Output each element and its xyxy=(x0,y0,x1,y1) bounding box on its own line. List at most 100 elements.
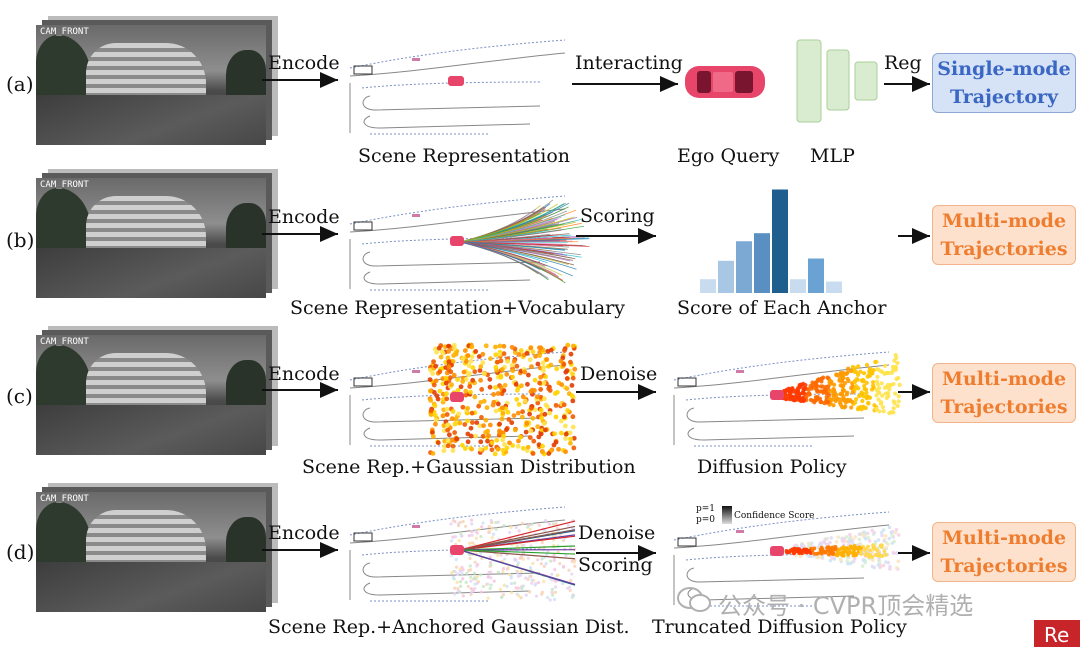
denoised-point xyxy=(881,409,885,413)
noise-point xyxy=(482,399,487,404)
anchor-noise-point xyxy=(510,576,513,579)
output-arrow-b xyxy=(898,226,934,246)
noise-point xyxy=(436,440,441,445)
truncated-point xyxy=(888,526,892,530)
noise-point xyxy=(565,376,570,381)
denoised-point xyxy=(810,386,814,390)
noise-point xyxy=(488,423,493,428)
noise-point xyxy=(556,447,561,452)
denoised-point xyxy=(896,376,900,380)
denoised-point xyxy=(845,370,849,374)
denoised-point xyxy=(796,386,800,390)
noise-point xyxy=(447,365,452,370)
truncated-point xyxy=(868,539,872,543)
noise-point xyxy=(528,357,533,362)
anchor-noise-point xyxy=(457,524,460,527)
ego-query-caption: Ego Query xyxy=(677,145,779,167)
anchor-noise-point xyxy=(551,593,554,596)
anchor-noise-point xyxy=(488,525,491,528)
denoised-point xyxy=(849,386,853,390)
noise-point xyxy=(479,387,484,392)
denoise-label-d: Denoise xyxy=(578,522,655,544)
noise-point xyxy=(499,385,504,390)
anchor-noise-point xyxy=(480,525,483,528)
noise-point xyxy=(469,447,474,452)
noise-point xyxy=(570,414,575,419)
denoised-point xyxy=(862,379,866,383)
noise-point xyxy=(519,383,524,388)
noise-point xyxy=(473,434,478,439)
anchor-noise-point xyxy=(487,571,490,574)
denoised-point xyxy=(842,405,846,409)
noise-point xyxy=(535,424,540,429)
confident-point xyxy=(868,553,872,557)
anchor-noise-point xyxy=(489,583,492,586)
noise-point xyxy=(516,444,521,449)
noise-point xyxy=(525,351,530,356)
anchor-noise-point xyxy=(467,569,470,572)
noise-point xyxy=(479,415,484,420)
anchor-noise-point xyxy=(453,592,456,595)
anchor-noise-point xyxy=(528,590,531,593)
anchor-noise-point xyxy=(545,562,548,565)
noise-point xyxy=(481,434,486,439)
truncated-point xyxy=(862,534,866,538)
anchor-noise-point xyxy=(454,535,457,538)
noise-point xyxy=(436,397,441,402)
denoised-point xyxy=(831,387,835,391)
noise-point xyxy=(565,386,570,391)
camera-image-b: CAM_FRONT xyxy=(36,178,266,298)
noise-point xyxy=(474,420,479,425)
noise-point xyxy=(485,429,490,434)
noise-point xyxy=(480,360,485,365)
noise-point xyxy=(484,418,489,423)
denoised-point xyxy=(861,394,865,398)
noise-point xyxy=(444,391,449,396)
noise-point xyxy=(537,353,542,358)
anchor-noise-point xyxy=(531,578,534,581)
scoring-label-d: Scoring xyxy=(578,554,653,576)
row-label-a: (a) xyxy=(6,72,34,96)
noise-point xyxy=(470,378,475,383)
noise-point xyxy=(491,392,496,397)
noise-point xyxy=(447,359,452,364)
corner-badge[interactable]: Re xyxy=(1034,620,1080,647)
denoised-point xyxy=(816,378,820,382)
anchor-noise-point xyxy=(456,572,459,575)
anchor-noise-point xyxy=(546,596,549,599)
noise-point xyxy=(571,425,576,430)
noise-point xyxy=(455,377,460,382)
anchor-noise-point xyxy=(477,528,480,531)
noise-point xyxy=(500,367,505,372)
anchor-noise-point xyxy=(553,598,556,601)
anchor-noise-point xyxy=(476,531,479,534)
noise-point xyxy=(437,346,442,351)
denoised-point xyxy=(842,398,846,402)
denoised-point xyxy=(845,392,849,396)
noise-point xyxy=(433,413,438,418)
score-bar xyxy=(790,279,806,293)
truncated-point xyxy=(822,540,826,544)
anchor-noise-point xyxy=(535,595,538,598)
noise-point xyxy=(518,435,523,440)
anchor-noise-point xyxy=(468,534,471,537)
denoised-point xyxy=(829,379,833,383)
noise-point xyxy=(432,383,437,388)
noise-point xyxy=(499,359,504,364)
noise-point xyxy=(536,362,541,367)
noise-point xyxy=(505,359,510,364)
truncated-point xyxy=(885,541,889,545)
noise-point xyxy=(493,345,498,350)
denoised-point xyxy=(853,401,857,405)
denoised-point xyxy=(865,363,869,367)
noise-point xyxy=(539,408,544,413)
noise-point xyxy=(531,439,536,444)
anchor-noise-point xyxy=(567,524,570,527)
noise-point xyxy=(454,436,459,441)
noise-point xyxy=(568,437,573,442)
noise-point xyxy=(513,428,518,433)
anchor-noise-point xyxy=(573,565,576,568)
output-arrow-d xyxy=(898,543,934,563)
noise-point xyxy=(428,398,433,403)
